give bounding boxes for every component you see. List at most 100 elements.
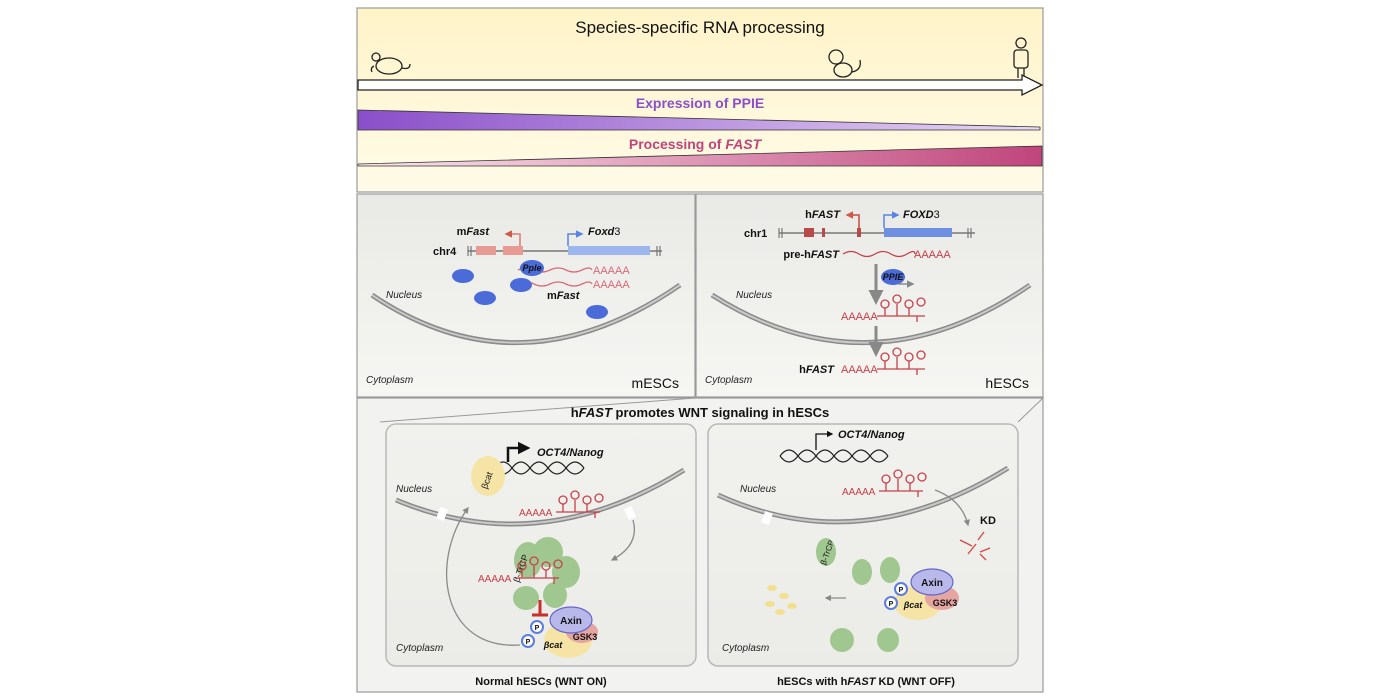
hesc-panel: Nucleus Cytoplasm hESCs chr1 hFAST FOXD3… bbox=[695, 193, 1044, 398]
hfast-structured-rna bbox=[877, 294, 926, 322]
mesc-panel: Nucleus Cytoplasm mESCs chr4 mFast Foxd3… bbox=[356, 193, 696, 398]
wnt-on-box: Nucleus Cytoplasm OCT4/Nanog βcat AAAAA bbox=[385, 423, 697, 688]
degradation-arrow bbox=[934, 489, 970, 527]
axin-label: Axin bbox=[560, 616, 582, 627]
zoom-lines bbox=[379, 397, 1044, 423]
pre-hfast-italic: FAST bbox=[811, 249, 840, 261]
timeline-arrow bbox=[357, 73, 1044, 97]
degraded-rna-fragments bbox=[959, 531, 991, 561]
blue-protein bbox=[474, 291, 496, 305]
ppie-label: PPIE bbox=[883, 272, 905, 282]
phospho-p bbox=[894, 582, 908, 596]
fast-processing-italic: FAST bbox=[725, 136, 762, 152]
blue-protein bbox=[452, 269, 474, 283]
chr1-label: chr1 bbox=[744, 228, 767, 240]
bottom-title-suffix: promotes WNT signaling in hESCs bbox=[612, 405, 829, 420]
pple-label: Pple bbox=[522, 263, 541, 273]
monkey-icon bbox=[828, 49, 861, 78]
mfast-gene-label: mFast bbox=[457, 226, 491, 238]
nucleus-label: Nucleus bbox=[736, 290, 772, 301]
nucleus-label: Nucleus bbox=[386, 290, 422, 301]
bottom-title: hFAST promotes WNT signaling in hESCs bbox=[571, 405, 830, 420]
foxd3-gene-italic: FOXD bbox=[903, 209, 934, 221]
svg-text:P: P bbox=[899, 587, 904, 594]
hfast-tss-arrow bbox=[845, 211, 860, 228]
cytoplasm-label: Cytoplasm bbox=[366, 375, 413, 386]
wnt-off-box: Nucleus Cytoplasm OCT4/Nanog AAAAA KD β-… bbox=[707, 423, 1019, 688]
mfast-exon-1 bbox=[476, 246, 496, 255]
hfast-structured-rna bbox=[877, 347, 926, 375]
foxd3-gene-label: Foxd3 bbox=[588, 226, 620, 238]
fast-gradient-wedge bbox=[357, 145, 1043, 167]
mfast-tss-arrow bbox=[504, 230, 521, 246]
pre-hfast-prefix: pre-h bbox=[783, 249, 811, 261]
kd-label: KD bbox=[980, 515, 996, 527]
bcat-protein bbox=[471, 456, 505, 496]
top-title: Species-specific RNA processing bbox=[575, 18, 824, 37]
nucleus-label: Nucleus bbox=[396, 484, 432, 495]
mfast-rna-label: mFast bbox=[547, 290, 581, 302]
bottom-title-prefix: h bbox=[571, 405, 579, 420]
pre-hfast-rna bbox=[842, 250, 916, 258]
foxd3-gene-label: FOXD3 bbox=[903, 209, 940, 221]
pre-hfast-polyA: AAAAA bbox=[914, 249, 951, 261]
blue-protein bbox=[586, 305, 608, 319]
foxd3-gene-italic: Foxd bbox=[588, 226, 615, 238]
cyto-hfast-italic: FAST bbox=[806, 364, 835, 376]
transcription-arrow bbox=[506, 441, 531, 462]
hfast-structured-rna bbox=[879, 469, 927, 497]
mfast-rna-2 bbox=[517, 281, 593, 287]
wnt-off-caption-post: KD (WNT OFF) bbox=[875, 676, 955, 688]
hfast-gene-italic: FAST bbox=[812, 209, 841, 221]
blue-protein bbox=[510, 278, 532, 292]
wnt-off-caption-italic: FAST bbox=[847, 676, 876, 688]
mescs-label: mESCs bbox=[632, 375, 679, 391]
btrcp-cluster bbox=[513, 537, 580, 610]
svg-text:P: P bbox=[889, 601, 894, 608]
polyA-1: AAAAA bbox=[593, 265, 630, 277]
gsk3-label: GSK3 bbox=[573, 632, 598, 642]
cytoplasm-label: Cytoplasm bbox=[705, 375, 752, 386]
polyA-2: AAAAA bbox=[593, 279, 630, 291]
foxd3-tss-arrow bbox=[883, 211, 900, 228]
hfast-exon-2 bbox=[822, 228, 825, 237]
hfast-structured-rna bbox=[556, 490, 604, 518]
oct4-nanog-label: OCT4/Nanog bbox=[838, 429, 905, 441]
cyto-hfast-label: hFAST bbox=[799, 364, 835, 376]
btrcp-protein bbox=[816, 538, 836, 566]
nuclear-pore bbox=[623, 505, 637, 521]
pre-hfast-label: pre-hFAST bbox=[783, 249, 840, 261]
wnt-off-caption-pre: hESCs with h bbox=[777, 676, 848, 688]
bcat-label: βcat bbox=[903, 600, 924, 610]
free-green-proteins bbox=[830, 557, 900, 652]
hfast-gene-prefix: h bbox=[805, 209, 812, 221]
bottom-panel: hFAST promotes WNT signaling in hESCs Nu… bbox=[356, 397, 1044, 693]
gsk3-label: GSK3 bbox=[933, 598, 958, 608]
nuclear-pore bbox=[436, 506, 448, 522]
cyto-hfast-polyA: AAAAA bbox=[841, 364, 878, 376]
inhibition-bar bbox=[532, 600, 548, 617]
mfast-gene-italic: Fast bbox=[466, 226, 490, 238]
nuclear-hfast-polyA: AAAAA bbox=[841, 311, 878, 323]
phospho-p bbox=[884, 596, 898, 610]
hfast-gene-label: hFAST bbox=[805, 209, 841, 221]
foxd3-exon bbox=[568, 246, 650, 255]
foxd3-gene-suffix: 3 bbox=[934, 209, 940, 221]
nuclear-fast-polyA: AAAAA bbox=[519, 508, 553, 519]
ppie-protein bbox=[881, 269, 905, 285]
hfast-exon-1 bbox=[804, 228, 814, 237]
svg-text:P: P bbox=[535, 625, 540, 632]
hescs-label: hESCs bbox=[985, 375, 1029, 391]
hfast-structured-rna bbox=[515, 556, 563, 584]
mfast-rna-italic: Fast bbox=[557, 290, 581, 302]
cyto-hfast-prefix: h bbox=[799, 364, 806, 376]
phospho-p bbox=[521, 634, 535, 648]
axin-label: Axin bbox=[921, 578, 943, 589]
bcat-label: βcat bbox=[543, 640, 564, 650]
mfast-rna-prefix: m bbox=[547, 290, 557, 302]
dna-helix bbox=[779, 449, 889, 463]
fast-processing-prefix: Processing of bbox=[629, 136, 725, 152]
foxd3-exon bbox=[884, 228, 952, 237]
nucleus-label: Nucleus bbox=[740, 484, 776, 495]
